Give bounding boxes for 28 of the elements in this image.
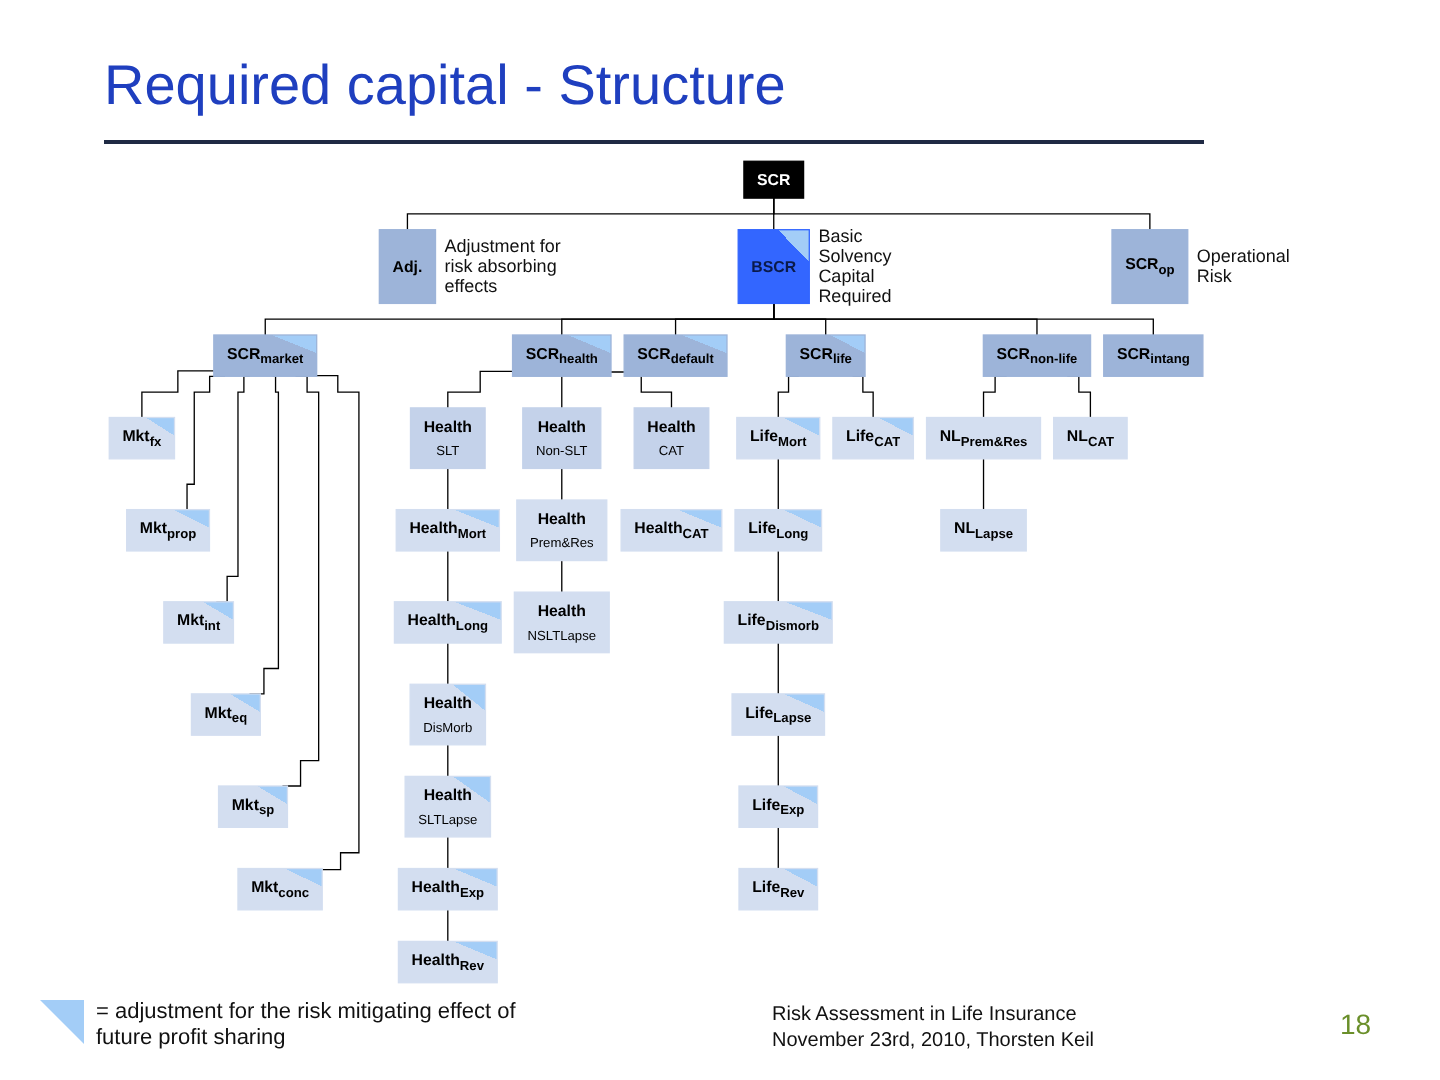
connector	[560, 467, 562, 501]
connector	[772, 302, 1154, 336]
connector	[776, 642, 779, 695]
legend-text: = adjustment for the risk mitigating effect of future profit sharing	[96, 1000, 518, 1052]
connector	[981, 458, 984, 511]
connector	[772, 197, 1150, 231]
node-caption: Operational Risk	[1196, 246, 1292, 287]
connector	[446, 370, 513, 409]
connector	[446, 909, 448, 943]
connector	[446, 836, 448, 870]
footer-text: Risk Assessment in Life Insurance	[772, 1004, 1077, 1028]
connector	[315, 375, 359, 871]
connector	[776, 734, 779, 787]
connector	[776, 826, 779, 870]
slide-title: Required capital - Structure	[104, 52, 786, 120]
footer-text: November 23rd, 2010, Thorsten Keil	[772, 1030, 1095, 1054]
connector	[776, 458, 779, 511]
connector	[140, 370, 214, 419]
node-caption: Adjustment for risk absorbing effects	[444, 236, 563, 297]
connector	[560, 559, 562, 593]
connector	[446, 550, 448, 603]
connector	[446, 467, 448, 511]
connector	[560, 375, 562, 409]
connector	[776, 550, 779, 603]
page-number: 18	[1340, 1012, 1372, 1036]
connector	[446, 744, 448, 778]
connector	[446, 642, 448, 685]
node-caption: Basic Solvency Capital Required	[818, 226, 894, 307]
